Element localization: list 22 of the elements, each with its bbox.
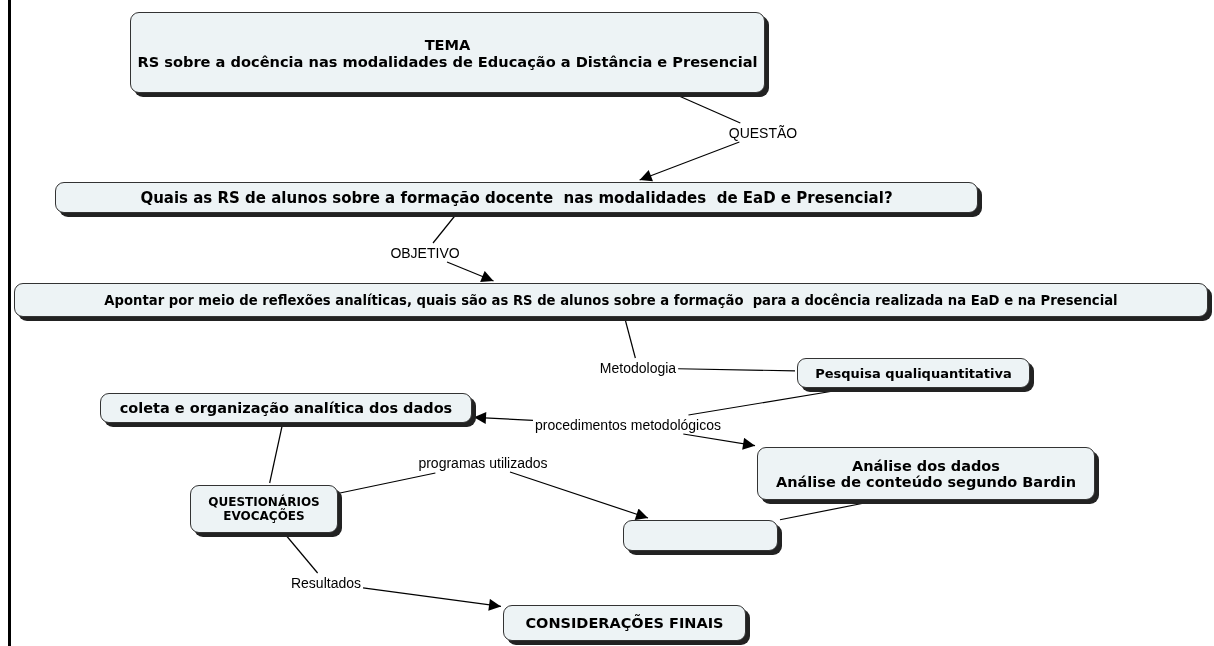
concept-text: Análise de conteúdo segundo Bardin (776, 473, 1076, 490)
concept-heading: Análise dos dados (852, 457, 1000, 474)
connector-line (624, 318, 636, 359)
linking-phrase: OBJETIVO (389, 245, 461, 261)
connector-line (269, 424, 283, 484)
connector-line (285, 534, 319, 574)
connector-line (432, 214, 457, 244)
arrow (473, 411, 534, 424)
linking-phrase: procedimentos metodológicos (534, 417, 722, 433)
arrow (682, 433, 756, 450)
arrow (362, 587, 502, 611)
concept-heading: TEMA (424, 35, 471, 53)
linking-phrase: Resultados (290, 575, 362, 591)
connector-line (339, 472, 436, 494)
linking-phrase: QUESTÃO (727, 125, 799, 141)
arrow (446, 261, 495, 282)
linking-phrase: Metodologia (598, 360, 678, 376)
linking-phrase: programas utilizados (417, 455, 549, 471)
arrow (639, 141, 740, 182)
arrow (509, 471, 649, 520)
connector-line (677, 368, 796, 372)
concept-text: RS sobre a docência nas modalidades de Educação a Distância e Presencial (137, 52, 758, 70)
